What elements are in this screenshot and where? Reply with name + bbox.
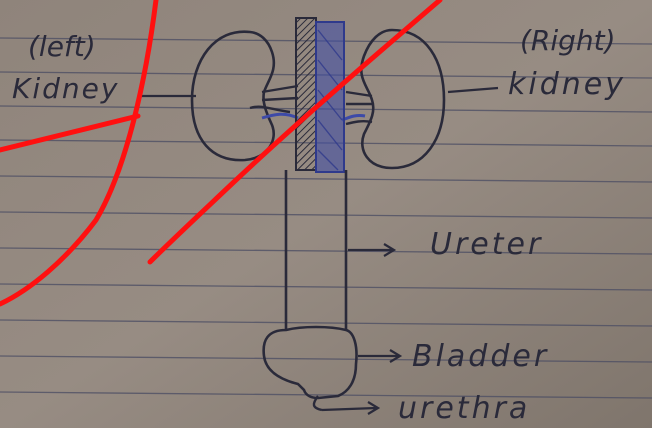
left-side-label: (left) [28, 30, 96, 63]
right-side-label: (Right) [520, 24, 616, 57]
left-kidney-label: Kidney [12, 72, 119, 105]
urethra-label: urethra [398, 391, 530, 426]
right-kidney-label: kidney [508, 67, 626, 102]
aorta [296, 18, 316, 170]
bladder-label: Bladder [412, 339, 549, 374]
ureter-label: Ureter [430, 227, 543, 262]
